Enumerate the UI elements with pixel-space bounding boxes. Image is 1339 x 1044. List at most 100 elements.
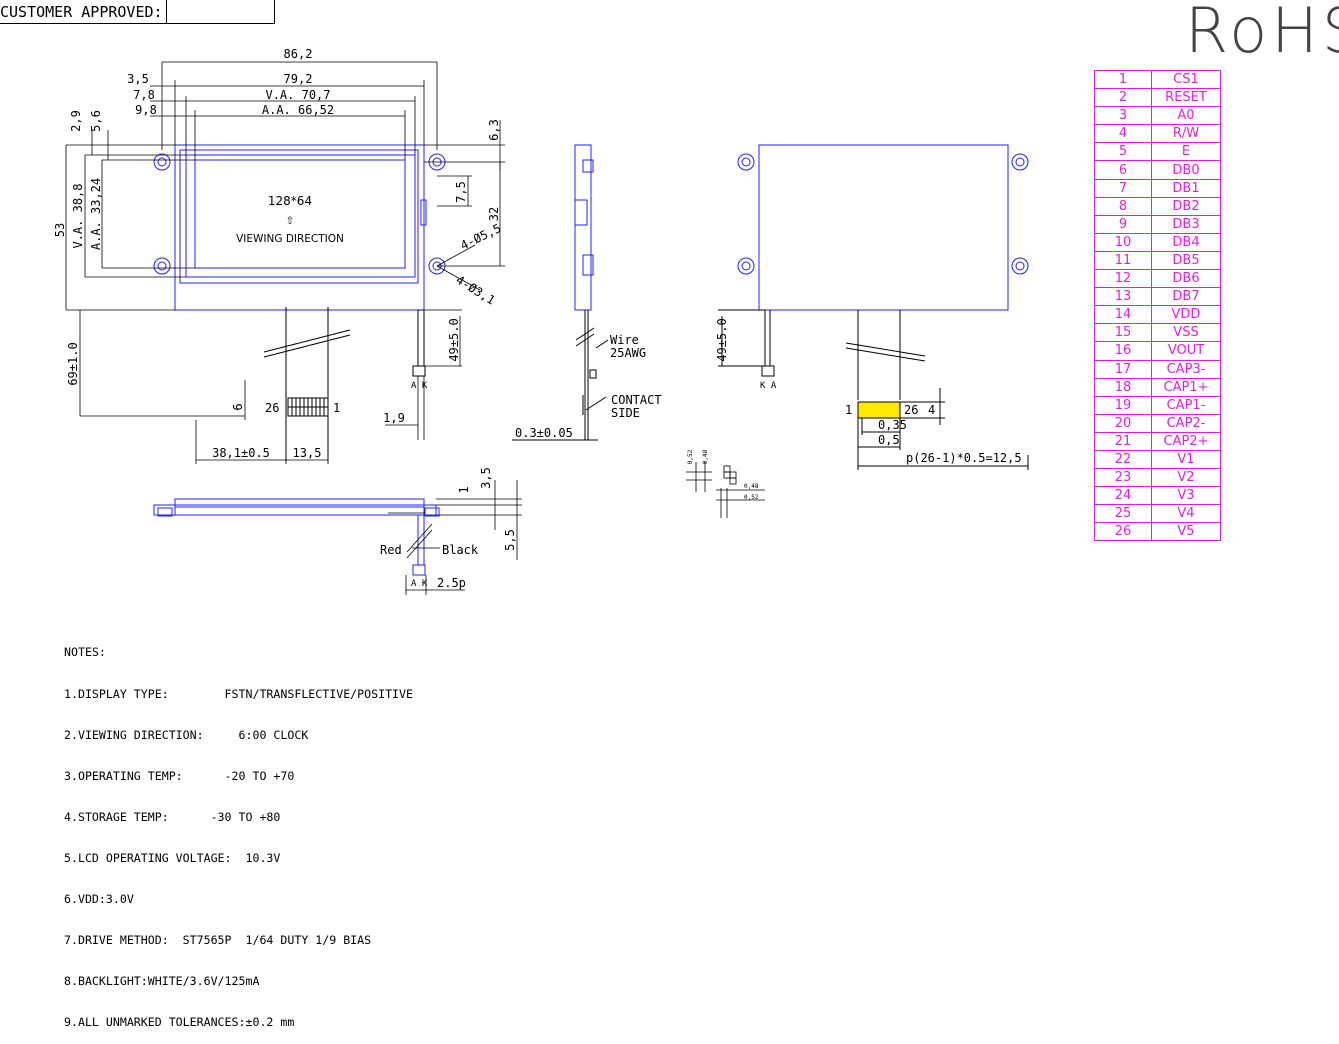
pin-number: 11 <box>1094 250 1152 271</box>
pin-number: 6 <box>1094 160 1152 180</box>
detail-dim-052: 0,52 <box>687 449 694 464</box>
pin-signal: V3 <box>1151 486 1221 506</box>
pin-signal: V4 <box>1151 504 1221 524</box>
front-viewing-direction: VIEWING DIRECTION <box>236 233 344 245</box>
dim-aa-33-24: A.A. 33,24 <box>89 178 103 250</box>
pin-signal: DB5 <box>1151 250 1221 271</box>
pin-signal: CAP1+ <box>1151 377 1221 397</box>
pin-number: 4 <box>1094 124 1152 144</box>
note-line: 5.LCD OPERATING VOLTAGE: 10.3V <box>64 850 281 865</box>
side-wire <box>512 310 609 441</box>
side-awg-label: 25AWG <box>610 346 646 360</box>
pin-signal: CAP1- <box>1151 395 1221 415</box>
pin-number: 18 <box>1094 377 1152 397</box>
pin-signal: VOUT <box>1151 341 1221 361</box>
dim-hole-5-5: 4-Ø5,5 <box>458 221 503 253</box>
back-view <box>737 144 1029 311</box>
pin-signal: DB2 <box>1151 196 1221 216</box>
side-dim-0-3: 0.3±0.05 <box>515 426 573 440</box>
dim-hole-3-1: 4-Ø3,1 <box>453 273 497 308</box>
bottom-dim-1: 1 <box>457 486 471 493</box>
side-contact-label: CONTACT <box>611 393 662 407</box>
bottom-dim-2-5p: 2.5p <box>437 576 466 590</box>
dim-2-9: 2,9 <box>69 110 83 132</box>
pin-signal: DB7 <box>1151 287 1221 307</box>
bottom-dim-5-5: 5,5 <box>503 529 517 551</box>
note-line: 8.BACKLIGHT:WHITE/3.6V/125mA <box>64 974 260 989</box>
pin-signal: VSS <box>1151 323 1221 343</box>
back-dim-49: 49±5.0 <box>715 318 729 361</box>
note-line: 9.ALL UNMARKED TOLERANCES:±0.2 mm <box>64 1015 295 1030</box>
back-contact-strip <box>857 401 901 419</box>
pin-signal: DB0 <box>1151 160 1221 180</box>
dim-86-2: 86,2 <box>284 47 313 61</box>
customer-approved-label: CUSTOMER APPROVED: <box>0 3 163 21</box>
front-active-area <box>194 159 406 269</box>
note-line: 7.DRIVE METHOD: ST7565P 1/64 DUTY 1/9 BI… <box>64 933 372 948</box>
rohs-mark: RoHS <box>1185 0 1339 67</box>
back-pin-1: 1 <box>845 403 852 417</box>
svg-text:⇧: ⇧ <box>286 212 294 228</box>
front-dimensions <box>65 61 505 464</box>
notes-block: NOTES: 1.DISPLAY TYPE: FSTN/TRANSFLECTIV… <box>64 619 413 1044</box>
pin-signal: R/W <box>1151 124 1221 144</box>
detail-view <box>686 462 765 518</box>
pin-number: 14 <box>1094 305 1152 325</box>
pin-signal: V1 <box>1151 449 1221 470</box>
mechanical-drawing: 128*64 ⇧ VIEWING DIRECTION 86,2 3,5 79,2… <box>53 47 1029 595</box>
front-fpc <box>263 307 426 462</box>
dim-69: 69±1.0 <box>66 342 80 385</box>
pin-number: 5 <box>1094 142 1152 162</box>
pin-number: 20 <box>1094 413 1152 433</box>
detail-dim-048b: 0,48 <box>744 483 759 490</box>
note-line: 1.DISPLAY TYPE: FSTN/TRANSFLECTIVE/POSIT… <box>64 686 414 701</box>
pin-number: 2 <box>1094 88 1152 108</box>
pin-number: 26 <box>1094 522 1152 542</box>
bottom-dim-3-5: 3,5 <box>479 467 493 489</box>
side-side-label: SIDE <box>611 406 640 420</box>
back-dim-0-5: 0,5 <box>878 433 900 447</box>
pin-number: 19 <box>1094 395 1152 415</box>
wire-red-label: Red <box>380 543 402 557</box>
back-dim-pitch: p(26-1)*0.5=12,5 <box>906 451 1022 465</box>
back-fpc <box>718 309 1029 470</box>
pin-number: 12 <box>1094 269 1152 289</box>
customer-approved-box: CUSTOMER APPROVED: <box>0 0 275 24</box>
dim-va-70-7: V.A. 70,7 <box>265 88 330 102</box>
dim-7-8: 7,8 <box>133 88 155 102</box>
bottom-ak-label: A K <box>411 579 428 589</box>
pin-signal: A0 <box>1151 106 1221 126</box>
pin-signal: DB3 <box>1151 214 1221 234</box>
detail-dim-048: 0,48 <box>702 449 709 464</box>
side-wire-label: Wire <box>610 333 639 347</box>
mount-hole-tl <box>153 153 171 171</box>
front-view <box>153 144 446 311</box>
dim-1-9: 1,9 <box>383 411 405 425</box>
back-ka-label: K A <box>760 381 777 391</box>
pin-number: 1 <box>1094 69 1152 90</box>
pin-number: 7 <box>1094 178 1152 198</box>
pin-number: 3 <box>1094 106 1152 126</box>
note-line: NOTES: <box>64 645 106 660</box>
front-outline <box>174 144 425 311</box>
dim-13-5: 13,5 <box>293 446 322 460</box>
pin-number: 9 <box>1094 214 1152 234</box>
pin-number: 16 <box>1094 341 1152 361</box>
pin-signal: V5 <box>1151 522 1221 542</box>
pin-signal: CAP3- <box>1151 359 1221 379</box>
detail-dim-052b: 0,52 <box>744 494 759 501</box>
pin-number: 8 <box>1094 196 1152 216</box>
pin-signal: RESET <box>1151 88 1221 108</box>
dim-3-5: 3,5 <box>127 72 149 86</box>
dim-6: 6 <box>231 403 245 410</box>
wire-black-label: Black <box>442 543 479 557</box>
